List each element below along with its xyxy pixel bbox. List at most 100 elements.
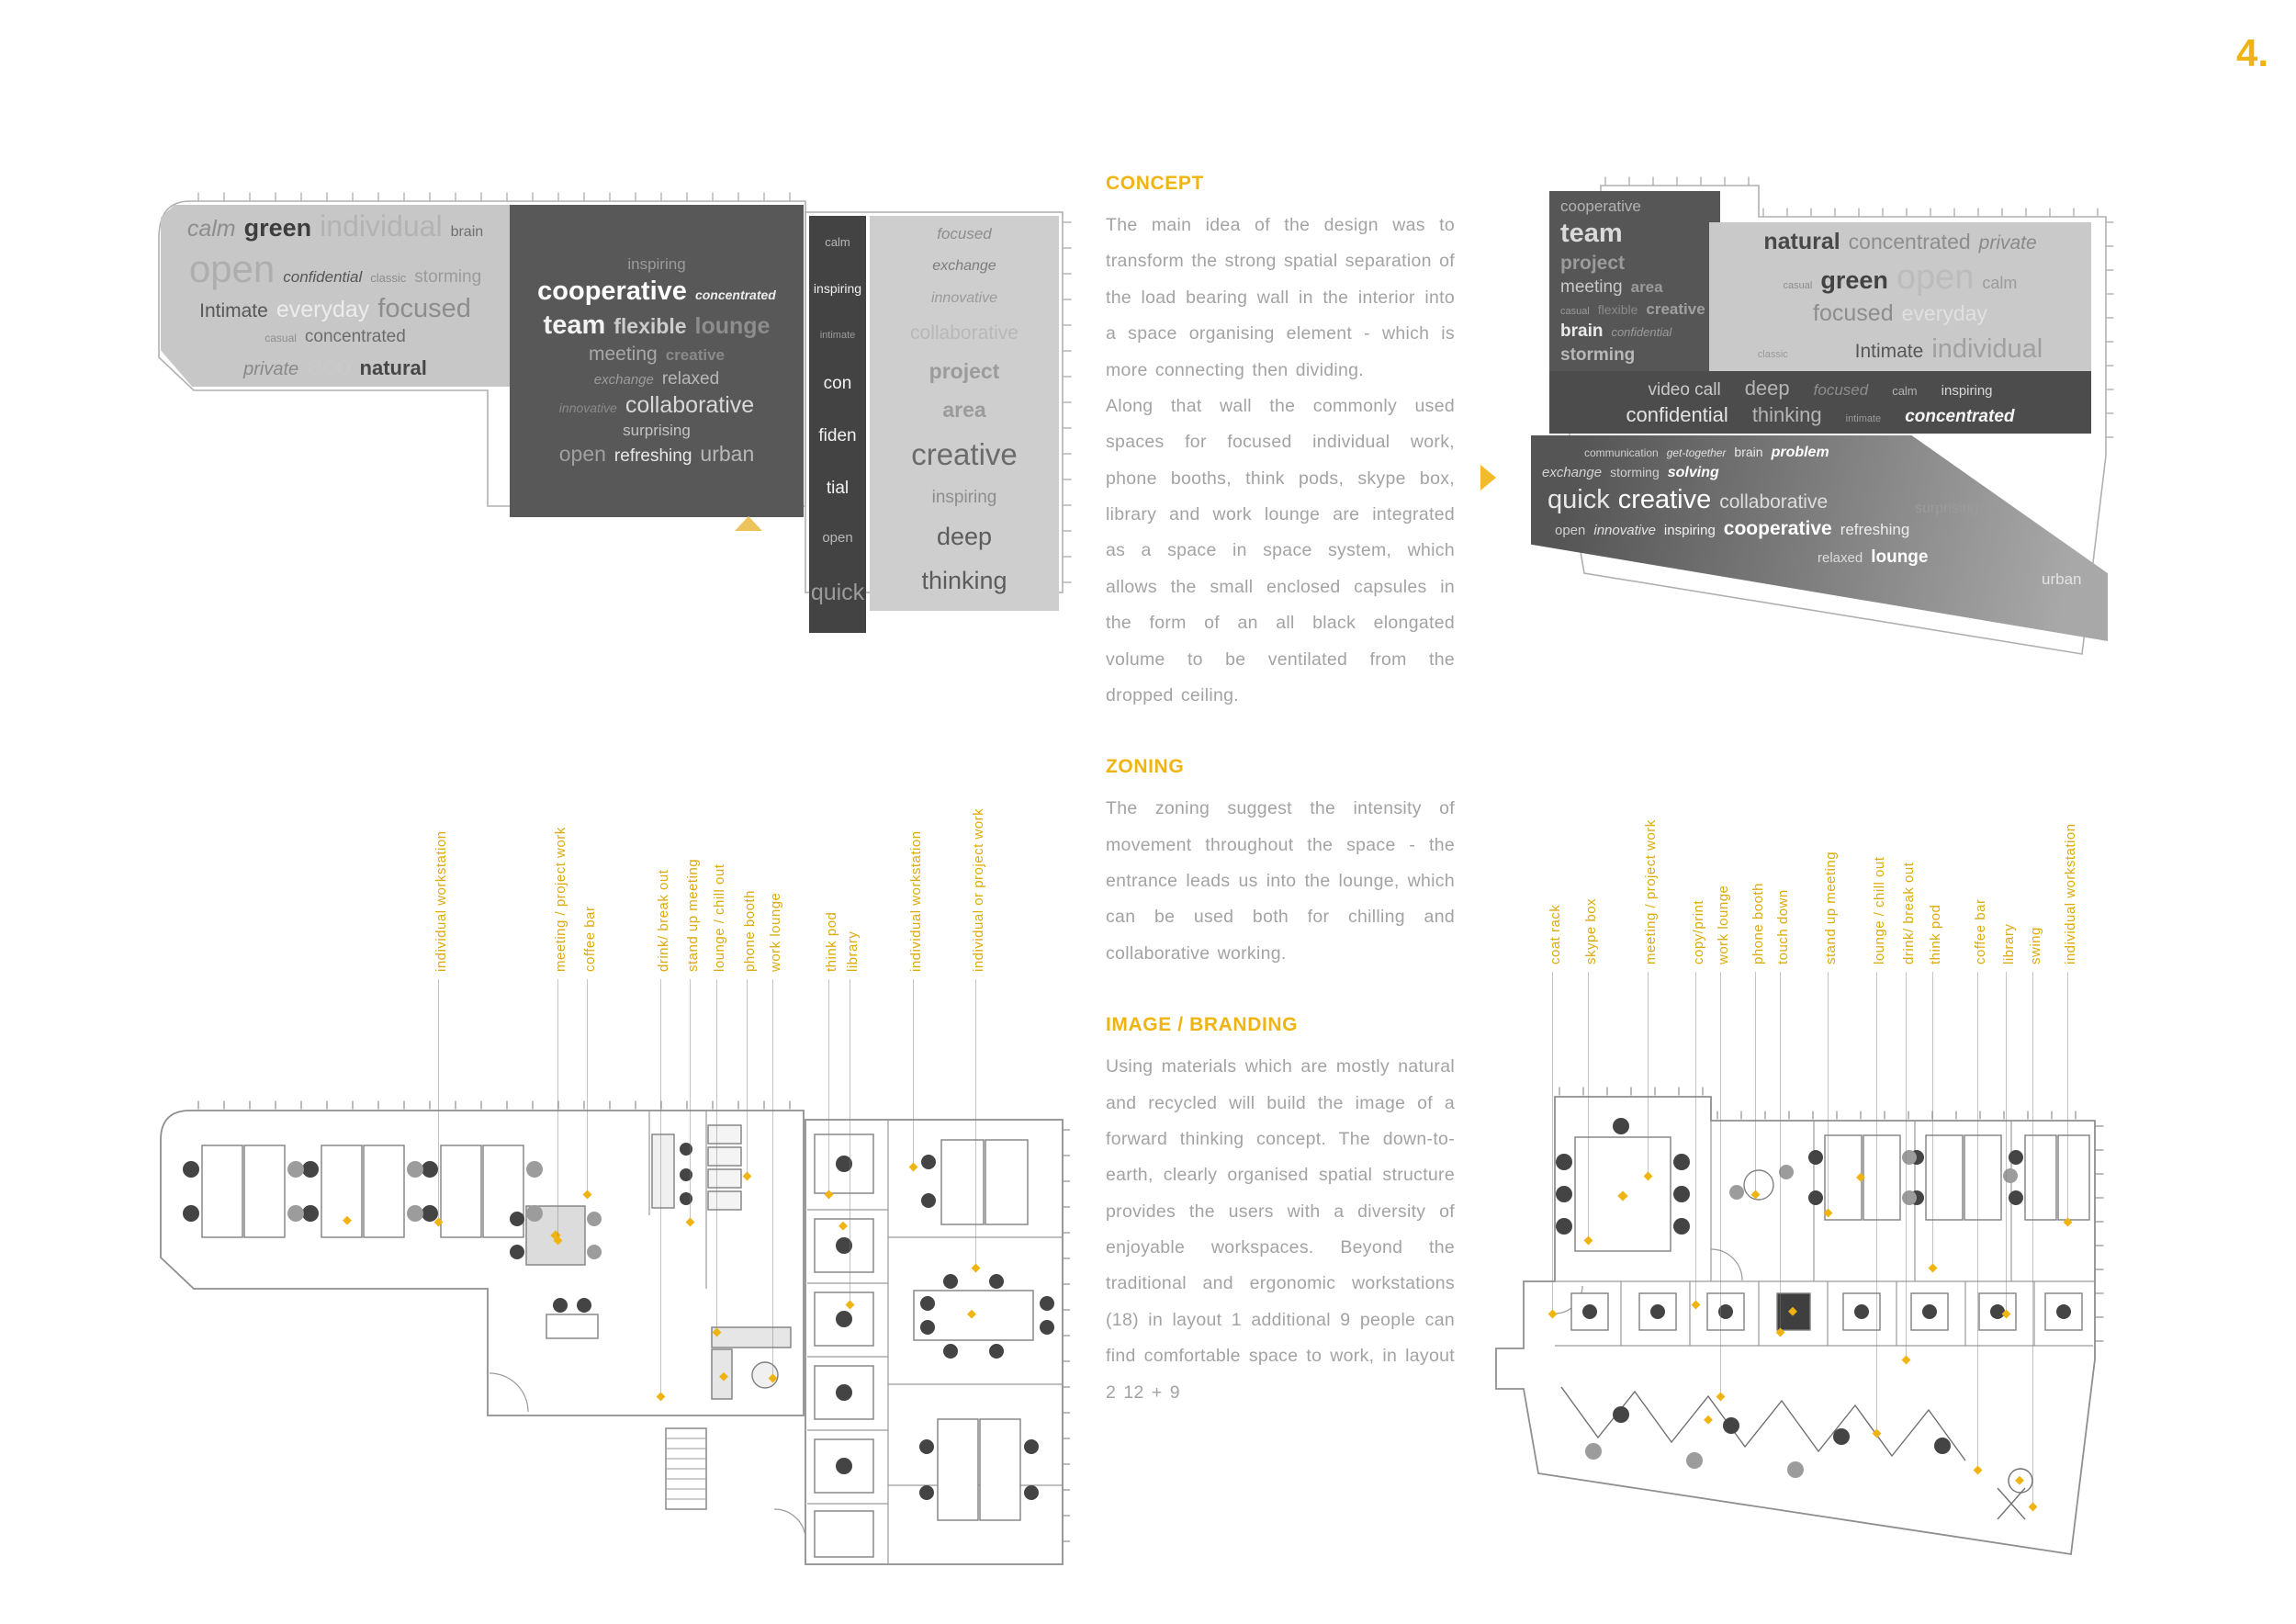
cloud-word: team (543, 310, 606, 340)
cloud-word: eco (307, 350, 352, 381)
cloud-word: creative (1646, 300, 1705, 319)
cloud-word: open (822, 530, 853, 547)
plan-label: drink/ break out (656, 869, 671, 972)
cloud-word: calm (1892, 384, 1918, 399)
cloud-word: cooperative (537, 276, 687, 307)
cloud-word: surprising (623, 421, 691, 439)
cloud-word: individual (320, 209, 443, 242)
cloud-word: open (1896, 257, 1975, 297)
cloud-word: intimate (1845, 413, 1882, 424)
cloud-word: everyday (276, 296, 370, 322)
cloud-word: meeting (1560, 277, 1623, 298)
cloud-word: collaborative (910, 321, 1019, 344)
cloud-word: casual (1783, 279, 1813, 291)
cloud-word: brain (1734, 445, 1763, 459)
plan-label: swing (2028, 927, 2043, 964)
cloud-word: brain (450, 223, 484, 240)
floorplan1-drawing (160, 1100, 1071, 1565)
cloud-word: inspiring (1663, 523, 1716, 539)
cloud-word: storming (414, 266, 482, 287)
plan-label: phone booth (742, 890, 758, 972)
plan-label: individual workstation (908, 830, 924, 972)
cloud-word: open (558, 442, 606, 467)
cloud-word: private (1978, 231, 2037, 254)
plan-label: meeting / project work (1643, 819, 1659, 964)
up-triangle-icon (735, 516, 762, 531)
plan-label: lounge / chill out (1872, 856, 1887, 964)
right-arrow-icon (1480, 465, 1496, 491)
cloud-word: private (243, 358, 299, 379)
cloud-word: casual (264, 332, 297, 345)
cloud-word: solving (1667, 464, 1719, 480)
cloud-word: classic (1757, 349, 1788, 361)
cloud-word: inspiring (813, 281, 862, 297)
cloud-word: focused (1813, 300, 1894, 327)
cloud-word: innovative (558, 400, 617, 415)
cloud-word: inspiring (931, 488, 997, 508)
page-number: 4. (2235, 31, 2268, 74)
cloud-word: concentrated (304, 327, 406, 347)
cloud-word: communication (1584, 446, 1659, 459)
cloud-word: Intimate (199, 299, 268, 321)
floorplan-layout1 (152, 1098, 1071, 1575)
cloud-word: exchange (1542, 464, 1603, 480)
cloud-word: quick (810, 579, 865, 605)
concept-paragraph-2: Along that wall the commonly used spaces… (1106, 395, 1455, 705)
plan-label: coffee bar (582, 906, 598, 972)
plan-label: library (2001, 923, 2017, 964)
cloud-word: calm (1982, 273, 2018, 292)
cloud-word: urban (700, 442, 755, 467)
cloud-word: collaborative (625, 391, 755, 418)
cloud-word: calm (186, 215, 236, 242)
cloud-word: flexible (613, 313, 687, 338)
text-column: CONCEPT The main idea of the design was … (1106, 173, 1455, 1411)
cloud-word: concentrated (1848, 229, 1971, 254)
cloud-word: team (1560, 219, 1623, 249)
cloud-word: relaxed (1818, 549, 1863, 566)
cloud-word: innovative (1593, 523, 1656, 539)
cloud-word: calm (825, 235, 850, 249)
cloud-word: urban (2042, 570, 2082, 589)
cloud-word: meeting (589, 344, 658, 366)
cloud-word: natural (359, 355, 427, 379)
cloud-word: green (1820, 265, 1888, 294)
plan-label: think pod (824, 911, 839, 972)
cloud-word: area (1630, 278, 1663, 297)
plan-label: skype box (1583, 897, 1599, 964)
cloud-word: tial (826, 479, 850, 499)
plan-label: touch down (1775, 889, 1791, 964)
plan-label: phone booth (1750, 883, 1766, 964)
cloud-word: relaxed (661, 368, 720, 389)
cloud-word: inspiring (627, 255, 686, 274)
floorplan-layout2 (1483, 1084, 2108, 1580)
cloud-word: concentrated (694, 288, 776, 303)
cloud-word: area (942, 398, 986, 423)
concept-paragraph-1: The main idea of the design was to trans… (1106, 215, 1455, 380)
cloud-word: inspiring (1941, 383, 1993, 400)
plan-label: meeting / project work (553, 827, 568, 972)
cloud-word: brain (1560, 321, 1604, 342)
cloud-word: creative (1617, 484, 1712, 514)
cloud-word: classic (370, 270, 407, 285)
cloud-word: refreshing (613, 446, 692, 467)
wordcloud-word-surprising: surprising (1915, 501, 1979, 516)
plan-label: think pod (1928, 904, 1943, 964)
cloud-word: quick (1548, 484, 1610, 514)
cloud-word: creative (665, 346, 725, 365)
cloud-word: confidential (1626, 403, 1728, 426)
concept-heading: CONCEPT (1106, 173, 1204, 194)
cloud-word: flexible (1597, 302, 1638, 318)
cloud-word: get-together (1666, 446, 1727, 459)
cloud-word: open (188, 246, 276, 290)
cloud-word: intimate (819, 329, 856, 341)
zoning-paragraph: The zoning suggest the intensity of move… (1106, 798, 1455, 964)
plan-label: coat rack (1548, 904, 1563, 964)
cloud-word: individual (1931, 334, 2043, 365)
cloud-word: deep (1744, 377, 1790, 400)
wordcloud-zone-team: inspiring cooperative concentrated team flex… (510, 205, 804, 517)
cloud-word: focused (1813, 381, 1869, 400)
